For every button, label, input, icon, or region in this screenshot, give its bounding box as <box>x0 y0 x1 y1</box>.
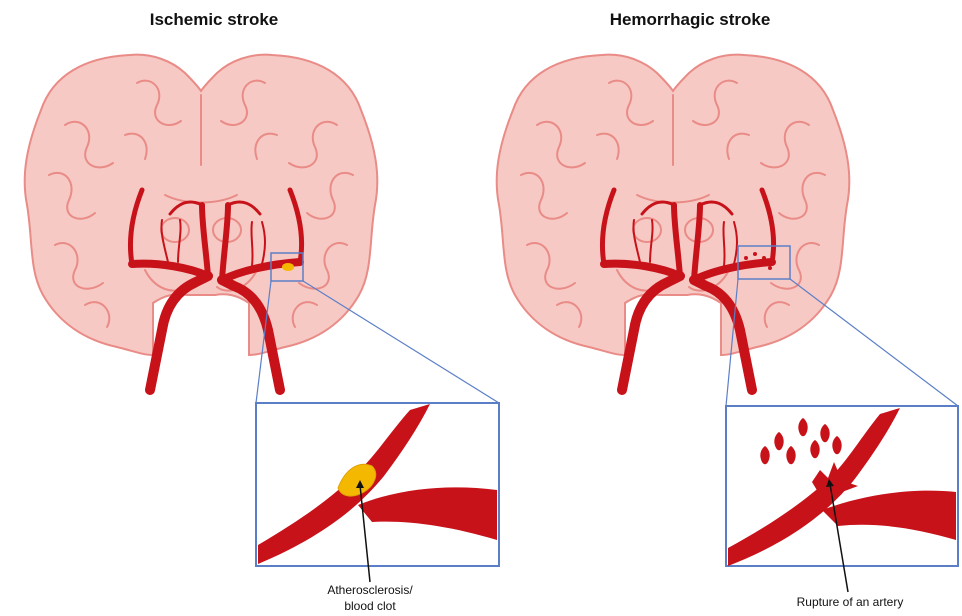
ischemic-zoom-line-right <box>303 281 499 403</box>
ischemic-callout-line1: Atherosclerosis/ <box>300 582 440 598</box>
hemorrhagic-inset <box>726 406 958 592</box>
hemorrhagic-callout-label: Rupture of an artery <box>775 594 925 610</box>
small-clot-icon <box>282 263 294 271</box>
ischemic-brain <box>25 55 499 403</box>
ischemic-inset <box>256 403 499 582</box>
ischemic-callout-line2: blood clot <box>300 598 440 614</box>
hemorrhagic-callout-text: Rupture of an artery <box>775 594 925 610</box>
ischemic-callout-label: Atherosclerosis/ blood clot <box>300 582 440 614</box>
hemorrhagic-zoom-line-right <box>790 279 958 406</box>
hemorrhagic-brain <box>497 55 958 406</box>
